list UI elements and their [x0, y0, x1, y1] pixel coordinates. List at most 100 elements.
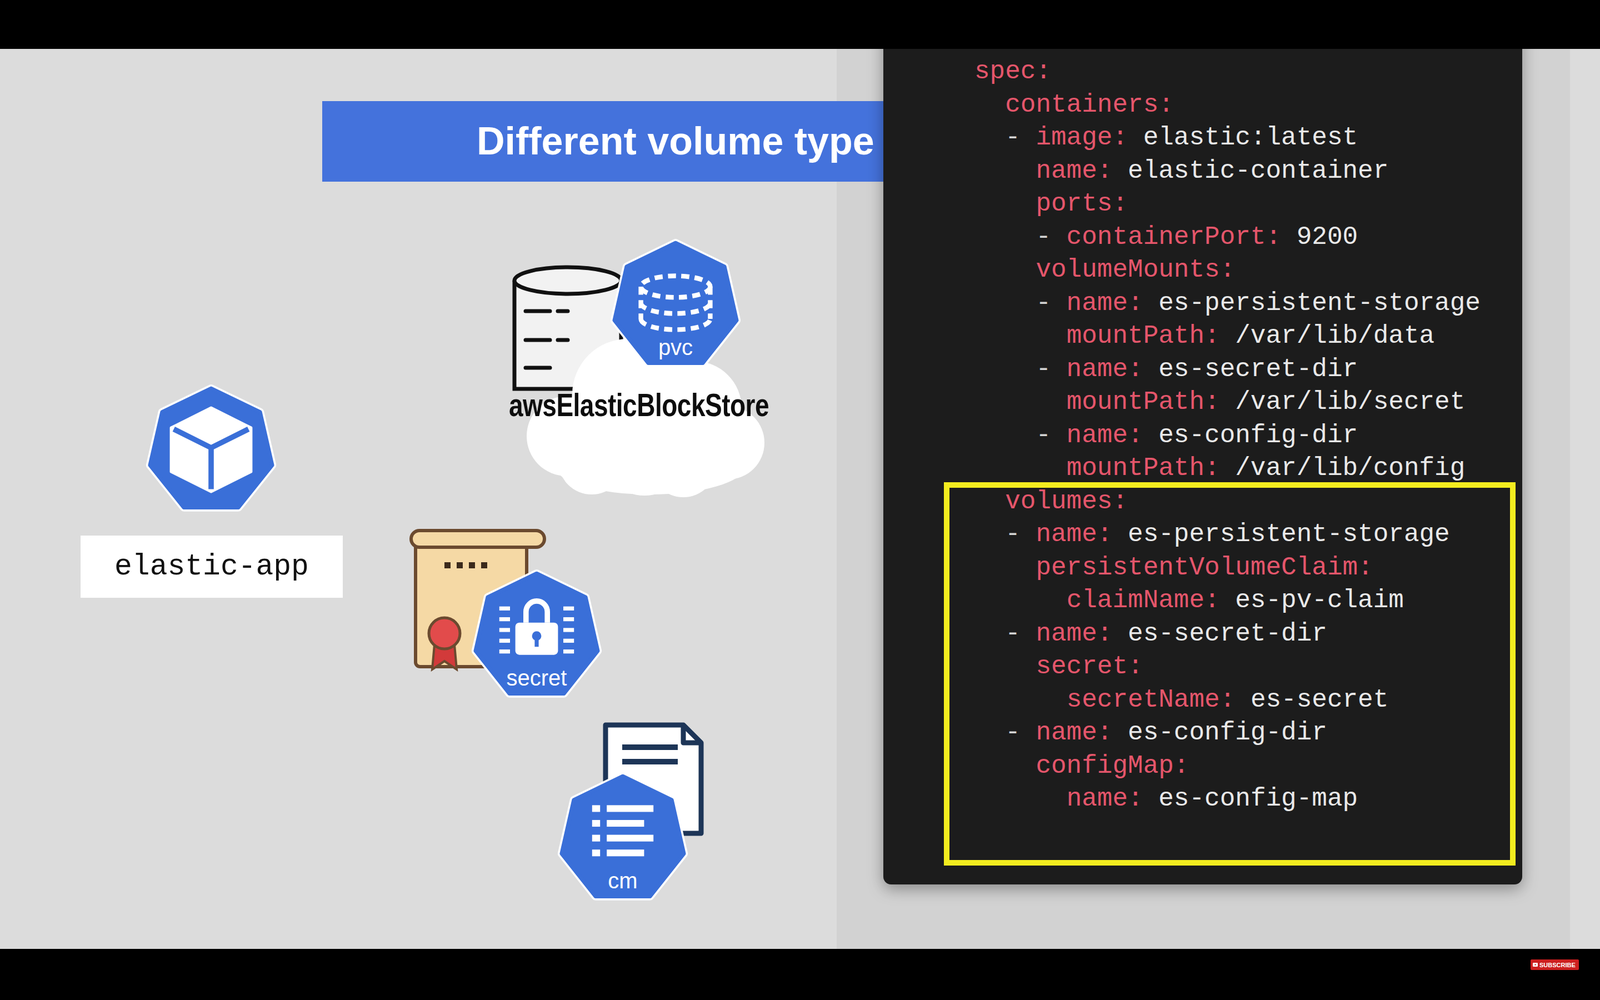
code-line: name: elastic-container — [1035, 155, 1389, 189]
list-dash: - — [1035, 288, 1052, 318]
node-label: pvc — [658, 333, 693, 361]
yaml-value: elastic-container — [1127, 156, 1389, 186]
stripe — [499, 649, 510, 654]
list-dash: - — [1005, 619, 1021, 649]
cloud-puff — [555, 438, 745, 495]
yaml-key: name: — [1066, 784, 1144, 814]
code-line: claimName:es-pv-claim — [1066, 584, 1404, 618]
heptagon-outline — [561, 776, 684, 897]
yaml-value: es-pv-claim — [1235, 586, 1404, 615]
cube — [171, 407, 252, 492]
volume-body — [641, 286, 711, 330]
yaml-key: spec: — [974, 57, 1052, 87]
button-icon-bg — [1532, 962, 1538, 967]
pod-heptagon — [150, 388, 273, 508]
heptagon-fill — [475, 573, 598, 694]
code-line: mountPath:/var/lib/config — [1066, 452, 1466, 486]
code-line: -name:es-config-dir — [1005, 716, 1328, 750]
list-line — [606, 835, 654, 842]
pod-outline — [150, 388, 273, 508]
yaml-key: volumes: — [1005, 487, 1128, 517]
lock-body — [515, 622, 559, 655]
code-line: secretName:es-secret — [1066, 683, 1389, 718]
code-line: -name: es-secret-dir — [1005, 617, 1328, 652]
yaml-key: persistentVolumeClaim: — [1035, 553, 1373, 583]
bottom-bar — [0, 948, 1600, 1000]
yaml-key: ports: — [1035, 189, 1128, 219]
code-line: -name:es-secret-dir — [1035, 353, 1358, 387]
heptagon-outline — [475, 573, 598, 694]
code-line: -image:elastic:latest — [1005, 121, 1358, 155]
code-line: ports: — [1035, 187, 1128, 222]
top-bar — [0, 0, 1600, 49]
yaml-key: name: — [1066, 421, 1144, 450]
list-line — [606, 849, 644, 857]
yaml-key: mountPath: — [1066, 453, 1220, 483]
code-line: name: es-config-map — [1066, 782, 1358, 817]
yaml-key: mountPath: — [1066, 321, 1220, 351]
code-line: secret: — [1035, 650, 1143, 684]
code-line: containers: — [1005, 88, 1174, 123]
node-label: awsElasticBlockStore — [508, 385, 769, 425]
yaml-value: es-config-map — [1158, 784, 1358, 814]
node-label: SUBSCRIBE — [1539, 961, 1576, 969]
list-dash: - — [1005, 520, 1021, 549]
certificate-dot — [481, 562, 488, 569]
cube-edges — [173, 428, 249, 489]
list-dash: - — [1005, 123, 1021, 153]
heptagon-fill — [561, 776, 684, 897]
stripe — [563, 627, 574, 632]
kubernetes-icon: cm — [556, 768, 690, 904]
pod-icon — [150, 388, 273, 508]
yaml-value: /var/lib/data — [1235, 321, 1435, 351]
list-dash: - — [1005, 718, 1021, 748]
subscribe-button: SUBSCRIBE — [1530, 959, 1579, 970]
node-label: cm — [607, 867, 638, 894]
stripe — [563, 638, 574, 643]
code-panel — [883, 22, 1523, 885]
certificate-dot — [444, 562, 451, 569]
volume-top — [641, 276, 711, 298]
code-line: -name: es-config-dir — [1035, 419, 1358, 453]
yaml-value: es-secret-dir — [1127, 619, 1328, 649]
stripe — [499, 627, 510, 632]
label-box: elastic-app — [80, 535, 343, 598]
list-dash: - — [1035, 421, 1052, 450]
code-line: volumes: — [1005, 485, 1128, 519]
yaml-value: /var/lib/secret — [1235, 387, 1465, 417]
lock-shackle — [526, 601, 548, 623]
code-line: spec: — [974, 55, 1052, 89]
yaml-key: name: — [1035, 156, 1113, 186]
stripe — [499, 638, 510, 643]
list-bullet — [592, 835, 600, 842]
yaml-key: image: — [1035, 123, 1128, 153]
yaml-value: es-config-dir — [1158, 421, 1358, 450]
heptagon-outline — [614, 242, 737, 363]
code-line: mountPath: /var/lib/data — [1066, 320, 1435, 354]
kubernetes-icon: pvc — [608, 235, 743, 370]
list-line — [606, 805, 654, 812]
yaml-value: es-persistent-storage — [1127, 520, 1450, 549]
yaml-key: volumeMounts: — [1035, 255, 1235, 285]
yaml-key: name: — [1035, 619, 1113, 649]
yaml-value: 9200 — [1296, 222, 1358, 252]
document-line — [622, 744, 678, 750]
yaml-key: name: — [1066, 355, 1144, 384]
stripe — [563, 649, 574, 654]
yaml-key: secret: — [1035, 652, 1143, 682]
banner-title: Different volume type — [476, 101, 875, 182]
list-dash: - — [1035, 355, 1052, 384]
seal — [428, 617, 460, 649]
code-line: volumeMounts: — [1035, 253, 1235, 288]
code-line: -name:es-persistent-storage — [1035, 287, 1481, 321]
stripe — [563, 606, 574, 611]
cylinder-top — [514, 267, 622, 294]
list-bullet — [592, 820, 600, 827]
yaml-key: containerPort: — [1066, 222, 1282, 252]
stripe — [499, 606, 510, 611]
highlight-box — [946, 485, 1513, 863]
stripe — [563, 617, 574, 622]
code-line: persistentVolumeClaim: — [1035, 551, 1373, 585]
